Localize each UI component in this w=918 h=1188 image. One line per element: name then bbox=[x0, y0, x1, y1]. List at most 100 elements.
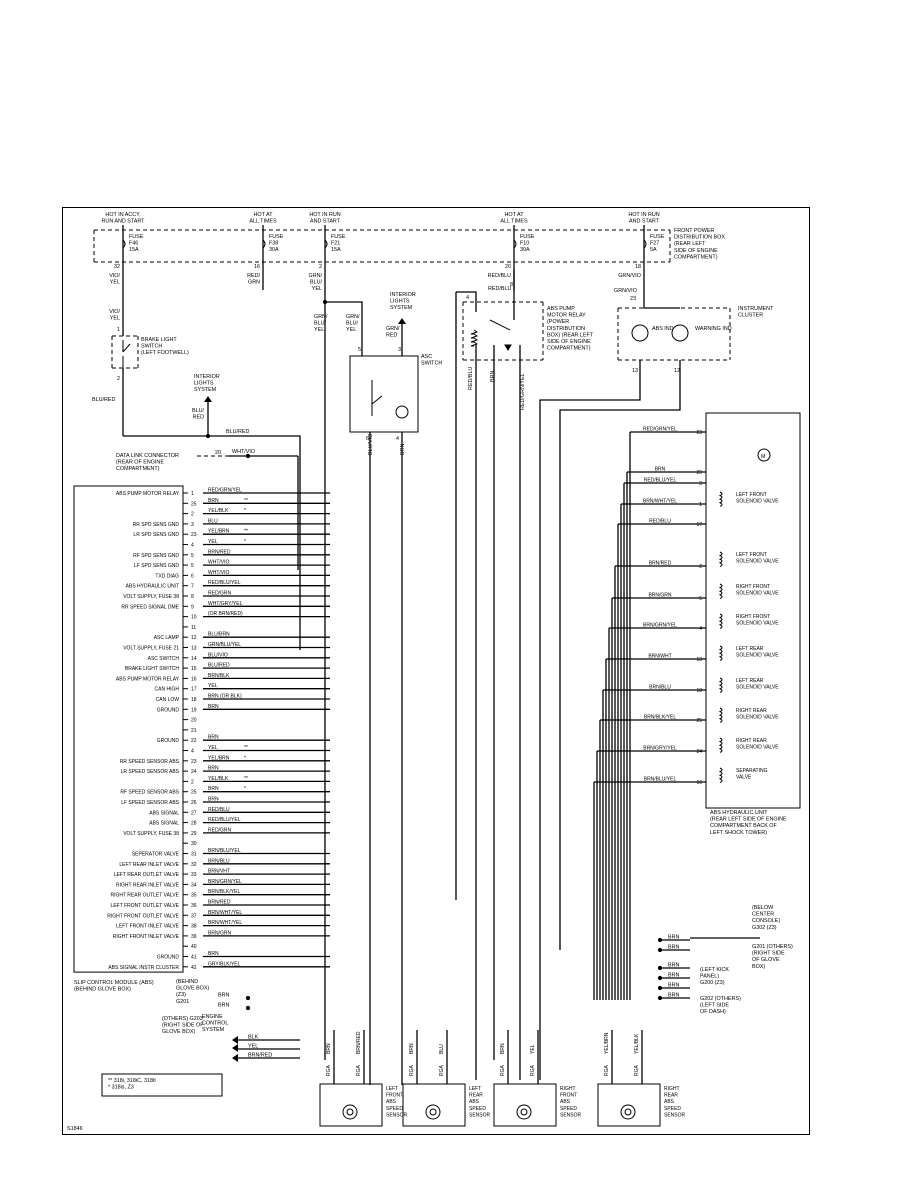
module-pin-number: 10 bbox=[191, 615, 197, 621]
asc-pin: 4 bbox=[396, 436, 399, 442]
figure-id: S1846 bbox=[67, 1126, 83, 1132]
fuse-rating-label: FUSE bbox=[331, 234, 346, 240]
speed-sensor-label: LEFT bbox=[469, 1086, 481, 1092]
hydraulic-pin-wire: BRN/BLU bbox=[649, 685, 671, 691]
module-pin-wire: WHT/VIO bbox=[208, 570, 229, 576]
brake-pin: 2 bbox=[117, 376, 120, 382]
wire-layer bbox=[122, 225, 760, 1085]
module-pin-function: RR SPEED SIGNAL DME bbox=[121, 604, 179, 610]
brake-wire-color: BLU/RED bbox=[92, 397, 115, 403]
ground-wire-color: BRN bbox=[218, 1003, 229, 1009]
fuse-rating-label: FUSE bbox=[650, 234, 665, 240]
brake-switch-label: SWITCH bbox=[141, 344, 162, 350]
fuse-pin: 2 bbox=[319, 264, 322, 270]
interior-lights-2-label: INTERIOR bbox=[390, 292, 416, 298]
module-pin-function: RIGHT FRONT INLET VALVE bbox=[113, 934, 180, 940]
brake-wire-color: VIO/ bbox=[109, 309, 120, 315]
il2-wire-color: GRN/ bbox=[386, 326, 400, 332]
fuse-box-label: FRONT POWER bbox=[674, 228, 714, 234]
relay-wire-color: RED/BLU bbox=[488, 286, 511, 292]
module-pin-function: RF SPEED SENSOR ABS bbox=[120, 790, 179, 796]
solenoid-coil bbox=[718, 491, 723, 507]
ground-label: GLOVE BOX) bbox=[176, 986, 209, 992]
sensor-core bbox=[624, 1108, 632, 1116]
hydraulic-pin-number: 17 bbox=[696, 522, 702, 528]
module-pin-function: VOLT SUPPLY, FUSE 21 bbox=[123, 646, 179, 652]
module-pin-function: GROUND bbox=[157, 738, 180, 744]
fuse-rating-label: F10 bbox=[520, 241, 529, 247]
fuse-hot-label: HOT IN ACCY, bbox=[105, 212, 141, 218]
speed-sensor-label: ABS bbox=[386, 1099, 397, 1105]
ground-label: BOX) bbox=[752, 964, 765, 970]
module-pin-wire: BRN/WHT/YEL bbox=[208, 910, 242, 916]
module-pin-wire: WHT/GRY/YEL bbox=[208, 601, 243, 607]
module-pin-wire: RED/GRN/YEL bbox=[208, 488, 242, 494]
splice-dot bbox=[657, 937, 663, 943]
module-pin-number: 23 bbox=[191, 532, 197, 538]
sensor-connector: RGA bbox=[409, 1065, 415, 1077]
fuse-symbol bbox=[122, 239, 126, 249]
valve-label: SOLENOID VALVE bbox=[736, 591, 779, 597]
relay-pin: 8 bbox=[510, 282, 513, 288]
module-pin-wire: YEL/BRN bbox=[208, 755, 230, 761]
module-pin-mark: * bbox=[244, 539, 246, 545]
module-pin-number: 16 bbox=[191, 676, 197, 682]
sensor-core bbox=[429, 1108, 437, 1116]
asc-switch-label: ASC bbox=[421, 354, 432, 360]
valve-label: SOLENOID VALVE bbox=[736, 685, 779, 691]
ground-wire-color: BRN bbox=[668, 945, 679, 951]
module-pin-number: 25 bbox=[191, 790, 197, 796]
switch-blade bbox=[371, 395, 383, 405]
valve-label: SOLENOID VALVE bbox=[736, 559, 779, 565]
module-pin-function: RIGHT REAR OUTLET VALVE bbox=[110, 893, 179, 899]
module-pin-number: 23 bbox=[191, 759, 197, 765]
ecs-label: SYSTEM bbox=[202, 1027, 225, 1033]
module-pin-function: TXD DIAG bbox=[155, 573, 179, 579]
ecs-wire-color: BLK bbox=[248, 1035, 259, 1041]
wire-blu-red bbox=[123, 435, 301, 650]
module-pin-number: 38 bbox=[191, 924, 197, 930]
ground-label: (Z3) bbox=[176, 992, 186, 998]
module-pin-function: ABS PUMP MOTOR RELAY bbox=[116, 491, 180, 497]
ground-label: (RIGHT SIDE OF bbox=[162, 1023, 204, 1029]
fuse-rating-label: FUSE bbox=[269, 234, 284, 240]
module-pin-wire: BLU/VIO bbox=[208, 652, 228, 658]
ground-label: OF GLOVE bbox=[752, 957, 780, 963]
ground-wire-color: BRN bbox=[218, 993, 229, 999]
module-pin-number: 1 bbox=[191, 491, 194, 497]
cluster-pin: 12 bbox=[674, 368, 680, 374]
speed-sensor-label: ABS bbox=[469, 1099, 480, 1105]
module-pin-number: 29 bbox=[191, 831, 197, 837]
hydraulic-pin-number: 3 bbox=[699, 481, 702, 487]
module-pin-number: 27 bbox=[191, 810, 197, 816]
module-pin-number: 34 bbox=[191, 882, 197, 888]
module-pin-function: GROUND bbox=[157, 955, 180, 961]
module-box bbox=[73, 485, 184, 973]
wire-cluster-2 bbox=[559, 380, 681, 950]
arrow-left bbox=[232, 1036, 238, 1044]
fuse-hot-label: HOT IN RUN bbox=[628, 212, 659, 218]
fuse-rating-label: 5A bbox=[650, 247, 657, 253]
module-pin-mark: ** bbox=[244, 776, 248, 782]
dlc-label: DATA LINK CONNECTOR bbox=[116, 453, 179, 459]
module-pin-mark: * bbox=[244, 508, 246, 514]
ground-label: (BELOW bbox=[752, 905, 774, 911]
legend-box bbox=[101, 1073, 223, 1097]
module-pin-function: LR SPEED SENSOR ABS bbox=[121, 769, 180, 775]
speed-sensor-label: LEFT bbox=[386, 1086, 398, 1092]
ecs-label: ENGINE bbox=[202, 1014, 223, 1020]
speed-sensor-label: SPEED bbox=[664, 1106, 681, 1112]
ground-label: (BEHIND bbox=[176, 979, 198, 985]
module-pin-number: 42 bbox=[191, 965, 197, 971]
module-pin-wire: BRN/RED bbox=[208, 900, 231, 906]
valve-label: LEFT FRONT bbox=[736, 492, 767, 498]
asc-wire-color: BLU/VIO bbox=[368, 434, 374, 455]
sensor-pickup bbox=[620, 1104, 636, 1120]
speed-sensor-box bbox=[402, 1083, 466, 1127]
lamp-label: WARNING IND bbox=[695, 326, 732, 332]
hydraulic-caption: LEFT SHOCK TOWER) bbox=[710, 830, 767, 836]
asc-switch-box bbox=[349, 355, 419, 433]
ground-wire-color: BRN bbox=[668, 935, 679, 941]
module-pin-number: 6 bbox=[191, 573, 194, 579]
splice-dot bbox=[657, 965, 663, 971]
